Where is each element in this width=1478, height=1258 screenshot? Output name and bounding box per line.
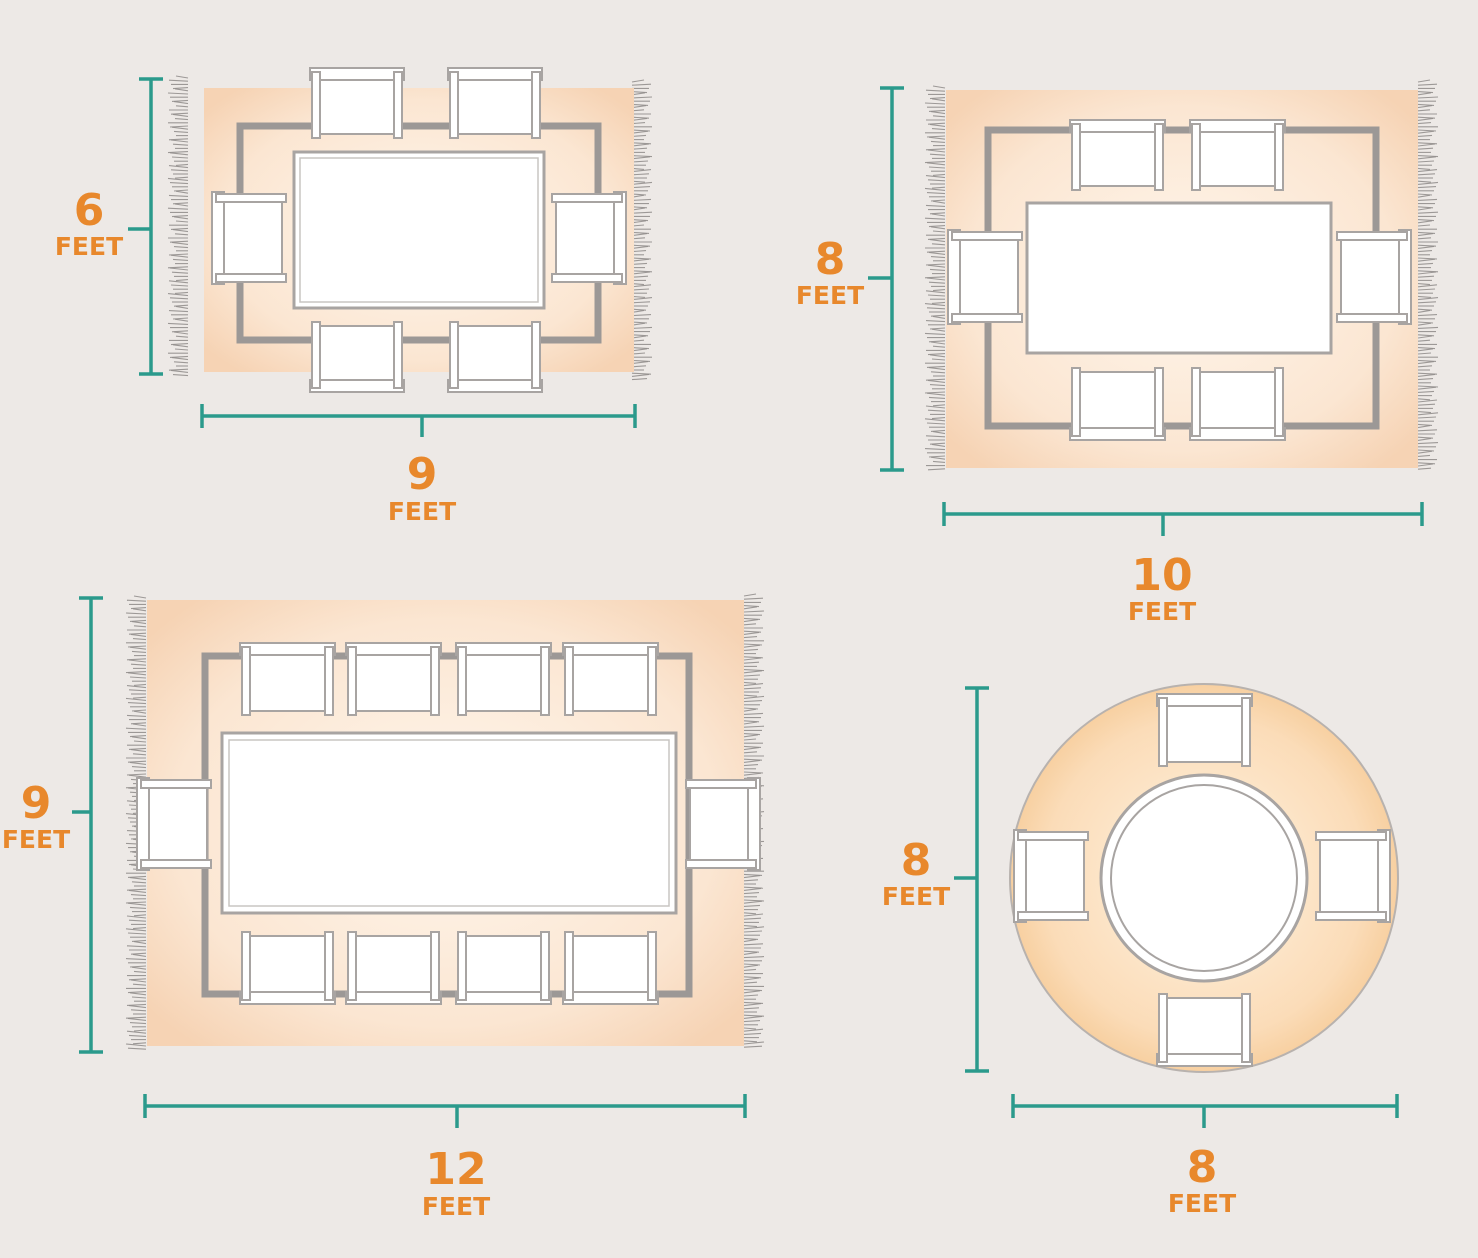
rug-fringe-left	[924, 85, 946, 471]
horizontal-measure	[942, 502, 1424, 536]
horizontal-measure	[1011, 1094, 1399, 1128]
horizontal-measure	[200, 404, 637, 437]
dimension-unit: FEET	[1128, 597, 1196, 626]
vertical-measure	[128, 77, 163, 376]
chair	[455, 931, 552, 1005]
rug-layout-9x12: 9 FEET 12 FEET	[2, 593, 765, 1221]
chair	[1315, 829, 1391, 923]
dimension-unit: FEET	[796, 281, 864, 310]
rug-layout-8x10: 8 FEET 10 FEET	[796, 79, 1439, 626]
dimension-unit: FEET	[882, 882, 950, 911]
dimension-unit: FEET	[1168, 1189, 1236, 1218]
chair	[309, 321, 405, 393]
dining-table	[1025, 201, 1333, 355]
dimension-number: 6	[74, 185, 105, 236]
chair	[562, 642, 659, 716]
chair	[239, 931, 336, 1005]
vertical-measure	[868, 86, 904, 472]
round-table	[1099, 773, 1309, 983]
chair	[1069, 367, 1166, 441]
chair	[562, 931, 659, 1005]
chair	[345, 931, 442, 1005]
dimension-number: 10	[1131, 550, 1192, 601]
dimension-number: 9	[21, 778, 52, 829]
dimension-number: 8	[815, 234, 846, 285]
chair	[1069, 119, 1166, 191]
rug-layout-6x9: 6 FEET 9 FEET	[55, 67, 653, 526]
dimension-number: 12	[425, 1144, 486, 1195]
horizontal-measure	[143, 1094, 747, 1128]
dimension-number: 8	[1187, 1142, 1218, 1193]
vertical-measure	[954, 686, 989, 1073]
chair	[685, 777, 761, 871]
rug-layout-8-round: 8 FEET 8 FEET	[882, 683, 1399, 1218]
chair	[1013, 829, 1089, 923]
dimension-number: 8	[901, 835, 932, 886]
chair	[345, 642, 442, 716]
chair	[1156, 993, 1253, 1067]
dining-table-inner	[228, 739, 670, 907]
chair	[1189, 367, 1286, 441]
dimension-unit: FEET	[388, 497, 456, 526]
rug-fringe-left	[167, 75, 189, 377]
dining-table	[292, 150, 546, 310]
rug-fringe-right	[631, 79, 653, 381]
dimension-unit: FEET	[422, 1192, 490, 1221]
chair	[551, 191, 627, 285]
dimension-unit: FEET	[55, 232, 123, 261]
rug-fringe-right	[1417, 79, 1439, 470]
chair	[309, 67, 405, 139]
dimension-unit: FEET	[2, 825, 70, 854]
chair	[136, 777, 212, 871]
chair	[239, 642, 336, 716]
dining-table	[220, 731, 678, 915]
chair	[947, 229, 1023, 325]
chair	[447, 321, 543, 393]
dimension-number: 9	[407, 449, 438, 500]
chair	[1156, 693, 1253, 767]
chair	[1336, 229, 1412, 325]
dining-table-inner	[299, 157, 539, 303]
chair	[447, 67, 543, 139]
chair	[211, 191, 287, 285]
vertical-measure	[72, 596, 103, 1054]
chair	[1189, 119, 1286, 191]
round-table-inner	[1110, 784, 1298, 972]
chair	[455, 642, 552, 716]
